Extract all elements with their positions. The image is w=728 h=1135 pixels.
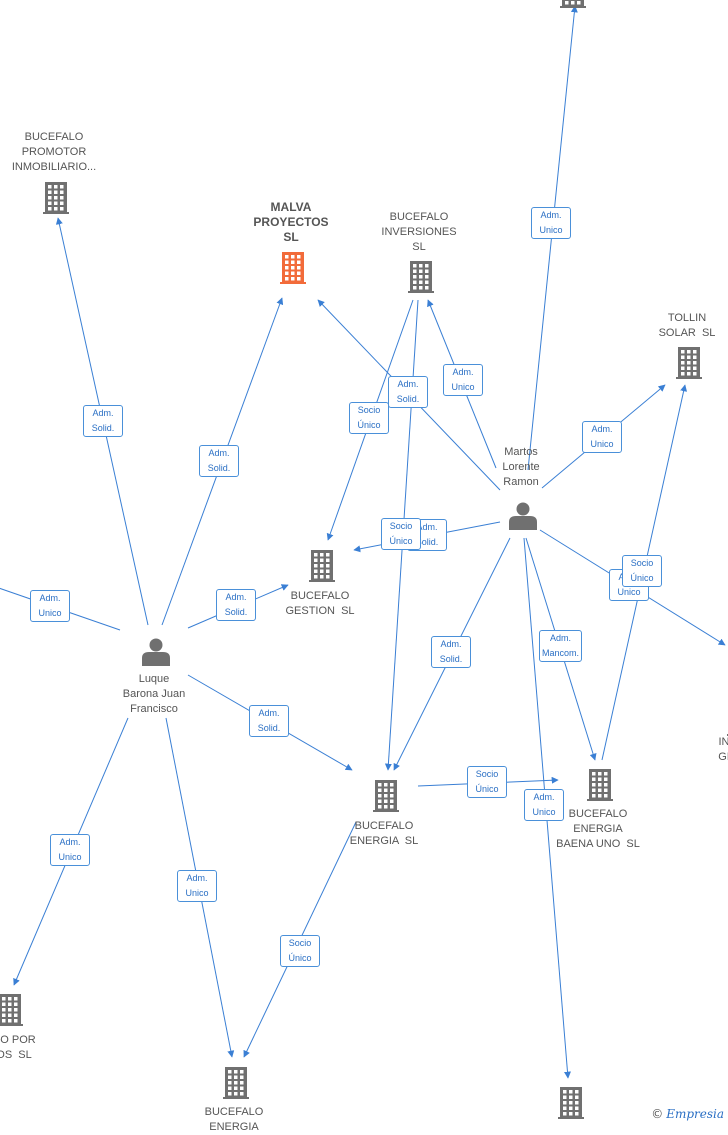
company-icon-c_inversiones[interactable]	[408, 261, 434, 293]
person-label-p_luque: Luque Barona Juan Francisco	[122, 673, 186, 715]
edge-label-c_baena-to-c_tollin[interactable]: Socio Único	[622, 555, 662, 587]
company-icon-c_energia2[interactable]	[223, 1067, 249, 1099]
company-icon-c_baena[interactable]	[587, 769, 613, 801]
edge-label-p_luque-to-c_promotor[interactable]: Adm. Solid.	[83, 405, 123, 437]
company-label-c_promotor: BUCEFALO PROMOTOR INMOBILIARIO...	[11, 131, 97, 173]
company-label-c_tollin: TOLLIN SOLAR SL	[658, 312, 716, 339]
edge-label-p_luque-to-off_left[interactable]: Adm. Unico	[30, 590, 70, 622]
edge-label-p_luque-to-c_ropor[interactable]: Adm. Unico	[50, 834, 90, 866]
company-icon-c_gestion[interactable]	[309, 550, 335, 582]
company-label-c_energia2: BUCEFALO ENERGIA	[204, 1106, 264, 1133]
person-icon-p_luque[interactable]	[142, 638, 170, 667]
company-label-c_gestion: BUCEFALO GESTION SL	[285, 590, 355, 617]
edge-label-p_martos-to-c_bottom[interactable]: Adm. Unico	[524, 789, 564, 821]
company-icon-c_malva[interactable]	[280, 252, 306, 284]
edge-label-p_martos-to-c_inversiones[interactable]: Adm. Unico	[443, 364, 483, 396]
edge-label-p_martos-to-c_energia[interactable]: Adm. Solid.	[431, 636, 471, 668]
company-icon-c_promotor[interactable]	[43, 182, 69, 214]
company-label-c_inversiones: BUCEFALO INVERSIONES SL	[381, 211, 457, 253]
edges-layer	[0, 5, 726, 1079]
edge-label-p_luque-to-c_energia[interactable]: Adm. Solid.	[249, 705, 289, 737]
edge-label-c_inversiones-to-c_energia[interactable]: Socio Único	[381, 518, 421, 550]
copyright-symbol: ©	[651, 1107, 664, 1121]
company-label-c_energia: BUCEFALO ENERGIA SL	[349, 820, 419, 847]
brand-name: Empresia	[666, 1107, 724, 1121]
company-icon-c_ropor[interactable]	[0, 994, 23, 1026]
edge-label-c_energia-to-c_baena[interactable]: Socio Único	[467, 766, 507, 798]
company-icon-c_bottom[interactable]	[558, 1087, 584, 1119]
company-label-c_malva: MALVA PROYECTOS SL	[253, 200, 329, 244]
edge-label-p_martos-to-c_malva[interactable]: Adm. Solid.	[388, 376, 428, 408]
company-label-c_ing: IN GI	[718, 736, 728, 763]
person-icon-p_martos[interactable]	[509, 502, 537, 531]
edge-label-p_martos-to-c_top[interactable]: Adm. Unico	[531, 207, 571, 239]
company-icon-c_energia[interactable]	[373, 780, 399, 812]
edge-label-p_martos-to-c_tollin[interactable]: Adm. Unico	[582, 421, 622, 453]
watermark: ©Empresia	[651, 1107, 724, 1121]
edge-label-p_luque-to-c_gestion[interactable]: Adm. Solid.	[216, 589, 256, 621]
edge-label-p_luque-to-c_energia2[interactable]: Adm. Unico	[177, 870, 217, 902]
company-icon-c_top[interactable]	[560, 0, 586, 8]
company-icon-c_tollin[interactable]	[676, 347, 702, 379]
edge-label-c_energia-to-c_energia2[interactable]: Socio Único	[280, 935, 320, 967]
edge-label-p_luque-to-c_malva[interactable]: Adm. Solid.	[199, 445, 239, 477]
edge-label-p_martos-to-c_baena[interactable]: Adm. Mancom.	[539, 630, 583, 662]
company-label-c_baena: BUCEFALO ENERGIA BAENA UNO SL	[556, 808, 640, 850]
edge-label-c_inversiones-to-c_gestion[interactable]: Socio Único	[349, 402, 389, 434]
person-label-p_martos: Martos Lorente Ramon	[502, 446, 540, 488]
company-label-c_ropor: RO POR OS SL	[0, 1034, 36, 1061]
